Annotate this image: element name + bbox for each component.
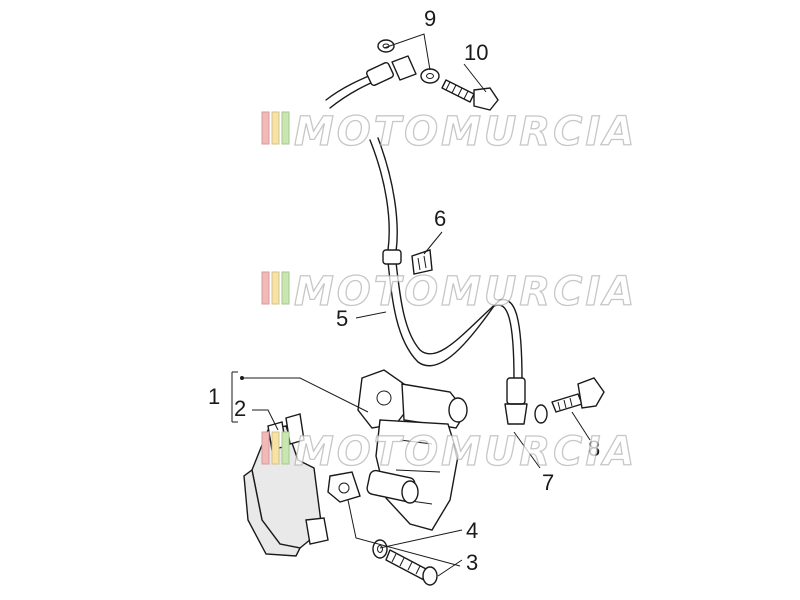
watermark-text: MOTOMURCIA [294, 429, 637, 475]
callout-4: 4 [466, 518, 478, 543]
callout-8: 8 [588, 436, 600, 461]
callout-7: 7 [542, 470, 554, 495]
callout-10: 10 [464, 40, 488, 65]
bolt-part-8 [534, 377, 605, 424]
watermark-middle: MOTOMURCIA [261, 268, 637, 316]
callout-5: 5 [336, 306, 348, 331]
watermark-bottom: MOTOMURCIA [261, 428, 637, 476]
washers-part-9 [377, 39, 440, 84]
callout-1: 1 [208, 384, 220, 409]
callout-2: 2 [234, 396, 246, 421]
hose-clip-part-6 [411, 249, 433, 275]
leader-lines [231, 33, 591, 577]
callout-9: 9 [424, 6, 436, 31]
callout-3: 3 [466, 550, 478, 575]
callout-6: 6 [434, 206, 446, 231]
brake-hose [325, 55, 528, 425]
watermark-text: MOTOMURCIA [294, 269, 637, 315]
banjo-bolt-part-10 [441, 79, 499, 111]
washer-part-4 [372, 539, 388, 559]
brake-caliper-part-1 [327, 369, 468, 531]
screw-part-3 [385, 549, 438, 586]
watermark-text: MOTOMURCIA [294, 109, 637, 155]
watermark-top: MOTOMURCIA [261, 108, 637, 156]
